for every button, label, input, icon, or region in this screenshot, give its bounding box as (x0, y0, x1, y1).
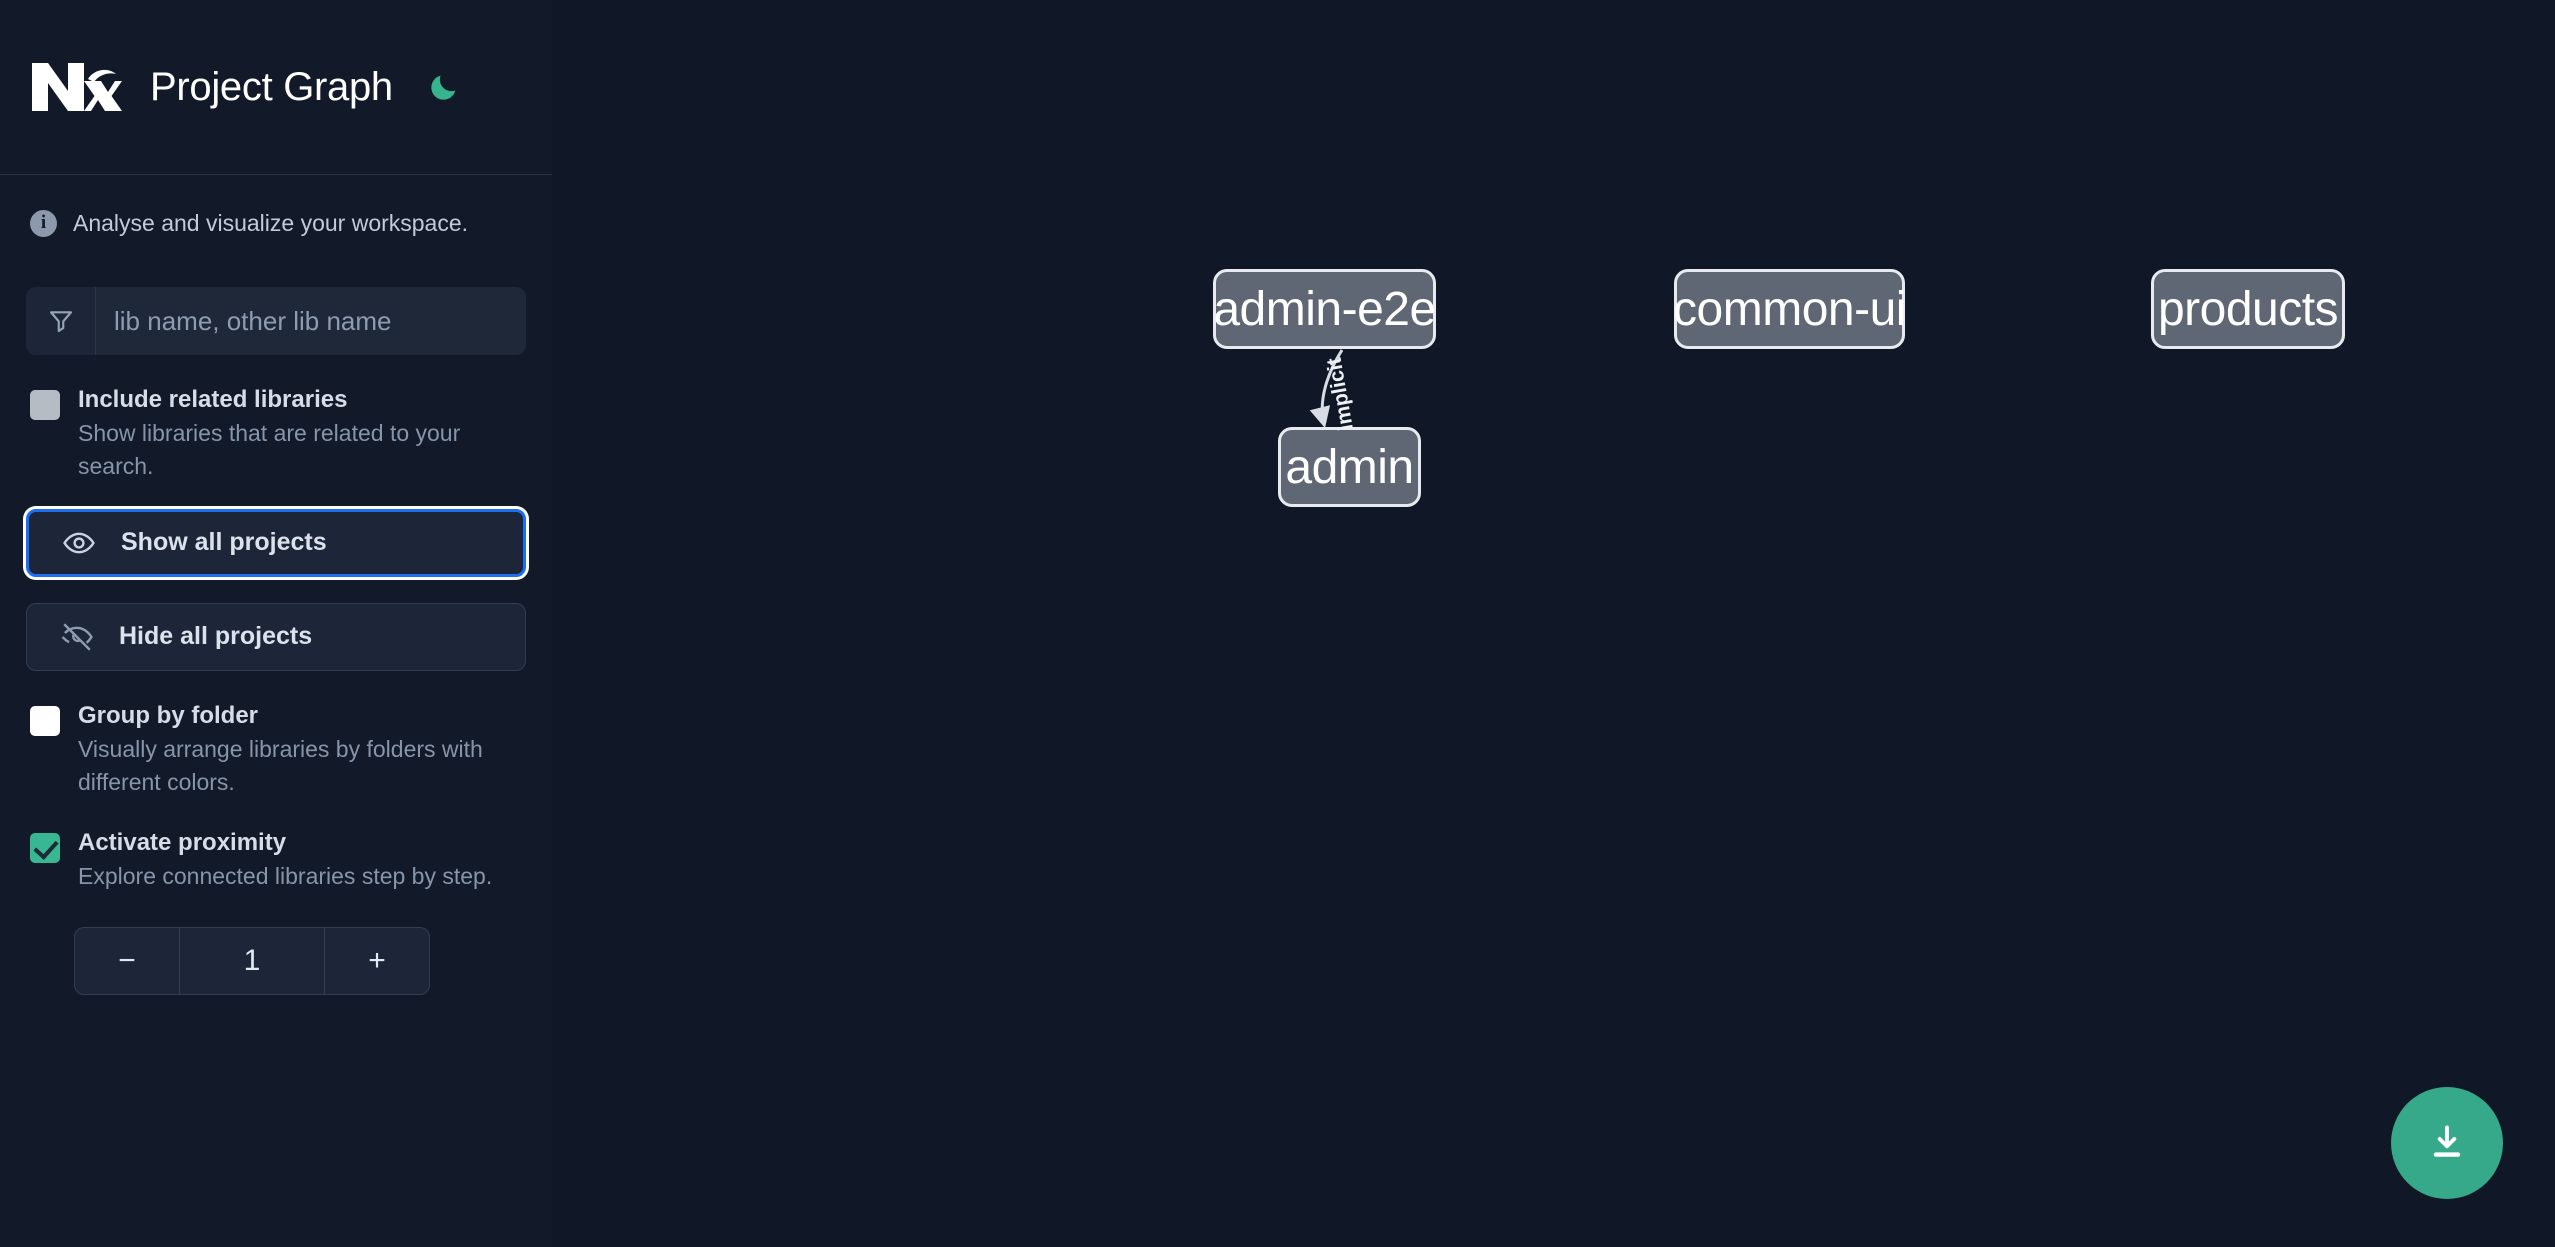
graph-node-products[interactable]: products (2151, 269, 2345, 349)
option-activate-proximity[interactable]: Activate proximity Explore connected lib… (26, 828, 526, 893)
graph-node-label: products (2157, 282, 2339, 336)
page-title: Project Graph (150, 64, 393, 109)
option-text: Include related libraries Show libraries… (78, 385, 526, 483)
graph-node-common-ui[interactable]: common-ui (1673, 269, 1906, 349)
proximity-value: 1 (243, 944, 261, 978)
sidebar-header: Project Graph (0, 0, 552, 175)
include-related-libraries-checkbox[interactable] (30, 390, 60, 420)
option-description: Explore connected libraries step by step… (78, 863, 493, 890)
hide-all-projects-label: Hide all projects (119, 622, 313, 651)
proximity-stepper[interactable]: − 1 + (74, 927, 430, 996)
search-input[interactable] (96, 287, 526, 355)
option-title: Group by folder (78, 701, 258, 729)
graph-node-label: common-ui (1673, 282, 1906, 336)
option-description: Visually arrange libraries by folders wi… (78, 735, 483, 795)
hide-all-projects-button[interactable]: Hide all projects (26, 602, 526, 671)
graph-edges (1309, 349, 1344, 429)
activate-proximity-checkbox[interactable] (30, 833, 60, 864)
graph-node-label: admin (1285, 440, 1414, 494)
option-title: Include related libraries (78, 386, 348, 413)
option-text: Group by folder Visually arrange librari… (78, 701, 526, 799)
graph-canvas[interactable]: admin-e2e common-ui products store-e2e a… (552, 0, 2555, 1247)
sidebar: Project Graph i Analyse and visualize yo… (0, 0, 552, 1247)
graph-node-label: admin-e2e (1213, 282, 1436, 336)
group-by-folder-checkbox[interactable] (30, 705, 60, 736)
info-icon: i (30, 209, 57, 237)
graph-node-admin[interactable]: admin (1278, 427, 1421, 507)
show-all-projects-label: Show all projects (121, 528, 327, 557)
proximity-decrement-button[interactable]: − (75, 928, 180, 995)
moon-icon[interactable] (423, 66, 465, 108)
eye-slash-icon (59, 619, 95, 655)
edge-admin-e2e-to-admin (1309, 349, 1344, 429)
option-include-related-libraries[interactable]: Include related libraries Show libraries… (26, 385, 526, 483)
show-all-projects-button[interactable]: Show all projects (26, 508, 526, 577)
eye-icon (61, 525, 97, 561)
search-box[interactable] (26, 287, 526, 355)
filter-icon (26, 287, 96, 355)
nx-logo-icon (26, 55, 122, 119)
option-group-by-folder[interactable]: Group by folder Visually arrange librari… (26, 701, 526, 799)
proximity-increment-button[interactable]: + (324, 928, 429, 995)
download-button[interactable] (2391, 1087, 2503, 1199)
option-text: Activate proximity Explore connected lib… (78, 828, 492, 893)
tagline-text: Analyse and visualize your workspace. (73, 209, 469, 236)
option-description: Show libraries that are related to your … (78, 420, 461, 479)
graph-node-admin-e2e[interactable]: admin-e2e (1213, 269, 1436, 349)
option-title: Activate proximity (78, 829, 287, 857)
sidebar-body: i Analyse and visualize your workspace. … (0, 175, 552, 996)
tagline-row: i Analyse and visualize your workspace. (26, 175, 526, 271)
